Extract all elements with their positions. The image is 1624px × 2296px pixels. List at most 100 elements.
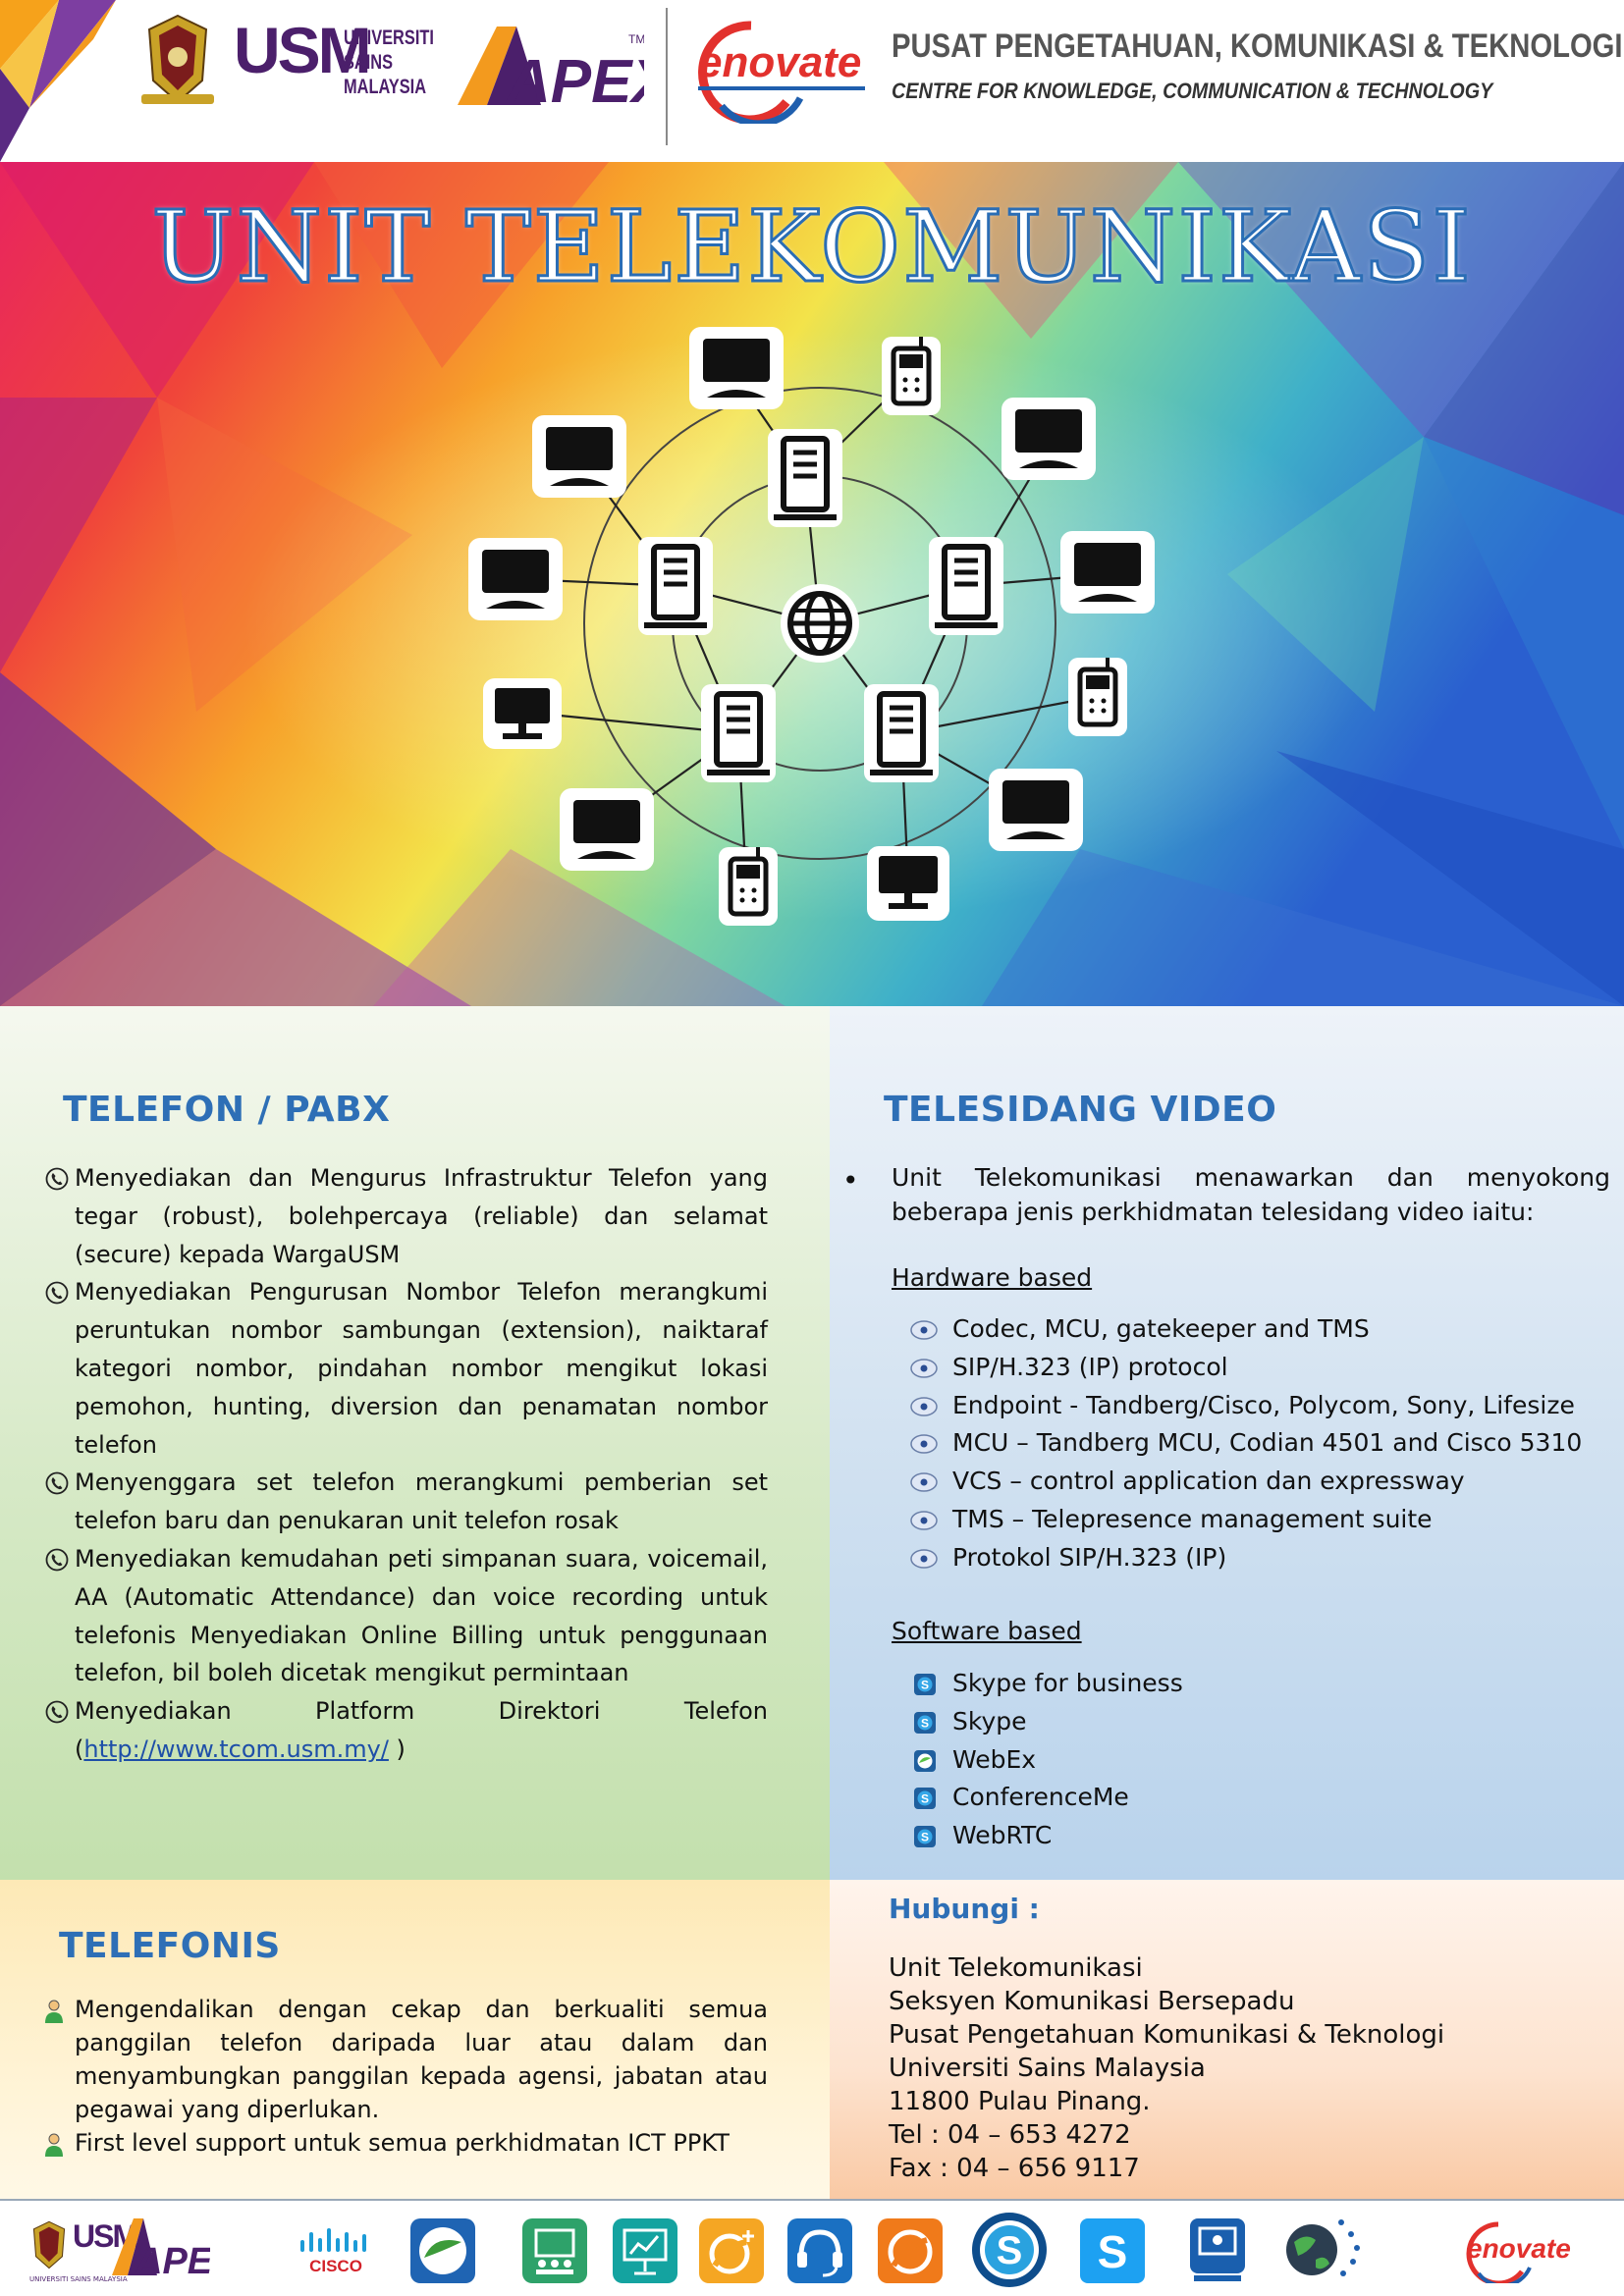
svg-text:APEX: APEX [135,2241,210,2279]
list-item: Menyediakan Pengurusan Nombor Telefon me… [24,1273,768,1464]
telefon-pabx-title: TELEFON / PABX [63,1090,391,1130]
disc-bullet-icon [910,1434,938,1455]
monitor-icon [468,538,563,620]
disc-bullet-icon [910,1396,938,1416]
telesidang-intro: Unit Telekomunikasi menawarkan dan menyo… [892,1163,1610,1226]
svg-text:S: S [921,1716,929,1730]
webex-icon [914,1749,936,1772]
server-icon [864,684,939,782]
skype-logo: S [1080,2218,1145,2283]
monitor-icon [1060,531,1155,614]
svg-text:S: S [1098,2226,1128,2277]
polygon-rainbow-background [0,162,1624,1006]
svg-text:APEX: APEX [505,48,644,110]
phone-bullet-icon [45,1167,69,1191]
disc-bullet-icon [910,1359,938,1378]
mobile-phone-icon [1068,658,1127,736]
headset-support-app-icon [787,2218,852,2283]
svg-text:CISCO: CISCO [309,2257,362,2275]
telesidang-video-title: TELESIDANG VIDEO [884,1090,1277,1130]
list-item: TMS – Telepresence management suite [903,1501,1582,1539]
list-item: Codec, MCU, gatekeeper and TMS [903,1310,1582,1349]
contact-line: Pusat Pengetahuan Komunikasi & Teknologi [889,2020,1445,2050]
mobile-phone-icon [882,337,941,415]
svg-text:TM: TM [628,32,644,46]
webrtc-icon: S [914,1826,936,1848]
server-icon [768,429,842,527]
contact-phone: Tel : 04 – 653 4272 [889,2120,1131,2150]
skype-icon: S [914,1711,936,1734]
software-heading: Software based [892,1617,1082,1645]
apex-logo-small: APEX [112,2218,210,2279]
monitor-icon [1001,398,1096,480]
centre-title-english: CENTRE FOR KNOWLEDGE, COMMUNICATION & TE… [892,79,1493,103]
svg-text:S: S [997,2229,1023,2272]
svg-text:S: S [921,1679,929,1692]
usm-crest-logo-small [32,2220,66,2269]
usm-caption: UNIVERSITI SAINS MALAYSIA [29,2275,128,2283]
hubungi-label: Hubungi : [889,1893,1040,1925]
telefon-pabx-panel [0,1006,830,1880]
meeting-app-icon [878,2218,943,2283]
centre-title-malay: PUSAT PENGETAHUAN, KOMUNIKASI & TEKNOLOG… [892,27,1623,65]
meeting-plus-app-icon [699,2218,764,2283]
list-item: Menyediakan dan Mengurus Infrastruktur T… [24,1159,768,1273]
enovate-logo: enovate [698,21,865,124]
list-item: WebEx [903,1741,1183,1780]
svg-text:S: S [921,1831,929,1844]
monitor-icon [532,415,626,498]
list-item: Mengendalikan dengan cekap dan berkualit… [24,1993,768,2126]
list-item: SIP/H.323 (IP) protocol [903,1349,1582,1387]
contact-line: Universiti Sains Malaysia [889,2054,1206,2083]
disc-bullet-icon [910,1549,938,1569]
directory-link[interactable]: http://www.tcom.usm.my/ [83,1735,389,1763]
hardware-list: Codec, MCU, gatekeeper and TMS SIP/H.323… [903,1310,1582,1577]
monitor-icon [483,678,562,749]
contact-line: Seksyen Komunikasi Bersepadu [889,1987,1295,2016]
intro-bullet: • [842,1164,859,1197]
telefonis-title: TELEFONIS [59,1926,281,1966]
cisco-logo: CISCO [300,2228,366,2275]
video-conference-badge-icon [1190,2218,1245,2281]
svg-text:enovate: enovate [698,38,861,86]
mobile-phone-icon [719,847,778,926]
globe-icon [781,584,859,663]
person-bullet-icon [45,2000,63,2023]
list-item: MCU – Tandberg MCU, Codian 4501 and Cisc… [903,1424,1582,1463]
hardware-heading: Hardware based [892,1263,1093,1292]
telefon-pabx-list: Menyediakan dan Mengurus Infrastruktur T… [24,1159,768,1769]
telesidang-video-panel [830,1006,1624,1880]
skype-icon: S [914,1674,936,1695]
server-icon [929,537,1003,635]
page-header: USM UNIVERSITI SAINS MALAYSIA APEX TM en… [0,0,1624,162]
network-diagram [468,327,1155,926]
phone-bullet-icon [45,1471,69,1495]
list-item: Protokol SIP/H.323 (IP) [903,1539,1582,1577]
hero-title: UNIT TELEKOMUNIKASI [150,188,1473,306]
conference-room-app-icon [522,2218,587,2283]
telefonis-list: Mengendalikan dengan cekap dan berkualit… [24,1993,768,2160]
usm-logo-text: UNIVERSITI SAINS MALAYSIA [344,27,434,98]
apex-logo: APEX TM [458,27,644,110]
monitor-icon [560,788,654,871]
svg-text:S: S [921,1792,929,1806]
list-item: VCS – control application dan expressway [903,1463,1582,1501]
list-item: Menyediakan kemudahan peti simpanan suar… [24,1540,768,1692]
conferenceme-icon: S [914,1788,936,1810]
person-bullet-icon [45,2133,63,2157]
enovate-logo-small: enovate [1466,2221,1571,2283]
monitor-icon [989,769,1083,851]
phone-bullet-icon [45,1281,69,1305]
usm-crest-logo [141,14,214,104]
list-item: Endpoint - Tandberg/Cisco, Polycom, Sony… [903,1387,1582,1425]
monitor-icon [689,327,784,409]
usm-logo-mark: USM [234,14,372,86]
telefonis-panel [0,1880,830,2199]
skype-for-business-logo: S [972,2213,1047,2287]
svg-text:enovate: enovate [1467,2233,1571,2264]
server-icon [638,537,713,635]
header-divider [666,8,668,145]
